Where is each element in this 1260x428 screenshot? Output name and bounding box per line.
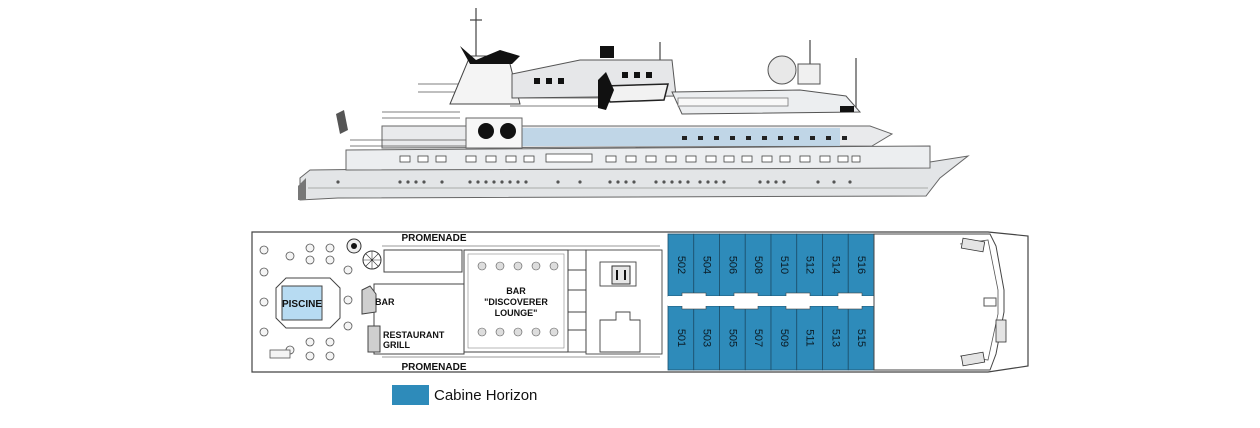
stairwell-core (567, 249, 663, 355)
cabin-506[interactable] (719, 233, 746, 297)
promenade-top-label: PROMENADE (401, 233, 466, 244)
lounge-label-line2: "DISCOVERER (484, 297, 548, 307)
cabin-number-512: 512 (804, 256, 816, 274)
bridge-dark-parts (460, 46, 520, 64)
cabin-number-514: 514 (829, 256, 841, 274)
hull-portholes (336, 180, 852, 184)
cabin-number-511: 511 (804, 329, 816, 347)
lounge-label-line1: BAR (506, 286, 526, 296)
promenade-bottom-label: PROMENADE (401, 362, 466, 373)
deck-railings (350, 83, 600, 147)
restaurant-label-line2: GRILL (383, 340, 410, 350)
anchor-windlass (960, 237, 1007, 367)
cabin-number-507: 507 (752, 329, 764, 347)
legend-label: Cabine Horizon (434, 386, 538, 404)
main-deck-windows (399, 153, 861, 163)
horizon-deck-highlight (510, 128, 840, 146)
cabin-number-509: 509 (778, 329, 790, 347)
lounge-seating (477, 261, 559, 337)
restaurant-label-line1: RESTAURANT (383, 330, 445, 340)
cabin-515[interactable] (847, 305, 875, 371)
cabin-number-506: 506 (726, 256, 738, 274)
cabin-503[interactable] (693, 305, 720, 371)
cabin-number-515: 515 (855, 329, 867, 347)
legend-swatch-icon (392, 385, 429, 405)
cabin-number-508: 508 (752, 256, 764, 274)
horizon-deck-windows (682, 136, 847, 140)
cabin-number-501: 501 (675, 329, 687, 347)
cabin-507[interactable] (744, 305, 772, 371)
pool-label: PISCINE (282, 299, 322, 310)
cabin-number-503: 503 (701, 329, 713, 347)
lounge-label-line3: LOUNGE" (495, 308, 538, 318)
funnel-vent-left (478, 123, 494, 139)
cabin-number-516: 516 (855, 256, 867, 274)
funnel-vent-right (500, 123, 516, 139)
cabin-501[interactable] (667, 305, 695, 371)
cabin-508[interactable] (744, 233, 772, 297)
cabin-number-504: 504 (701, 256, 713, 274)
main-deck (345, 145, 931, 171)
elevator-icon (611, 265, 631, 285)
cabin-number-505: 505 (726, 329, 738, 347)
bar-small-label: BAR (375, 297, 395, 307)
cabin-number-510: 510 (778, 256, 790, 274)
bar-counter (361, 285, 377, 315)
radar-dome (767, 55, 797, 85)
pool (281, 285, 323, 321)
bow-deck (873, 233, 1005, 371)
cabin-502[interactable] (667, 233, 695, 297)
cabin-number-513: 513 (829, 329, 841, 347)
cabin-number-502: 502 (675, 256, 687, 274)
cabin-corridor (668, 296, 874, 306)
legend: Cabine Horizon (392, 385, 537, 405)
sundeck-furniture (259, 243, 353, 361)
cabin-512[interactable] (796, 233, 823, 297)
restaurant-grill-area (373, 283, 465, 355)
